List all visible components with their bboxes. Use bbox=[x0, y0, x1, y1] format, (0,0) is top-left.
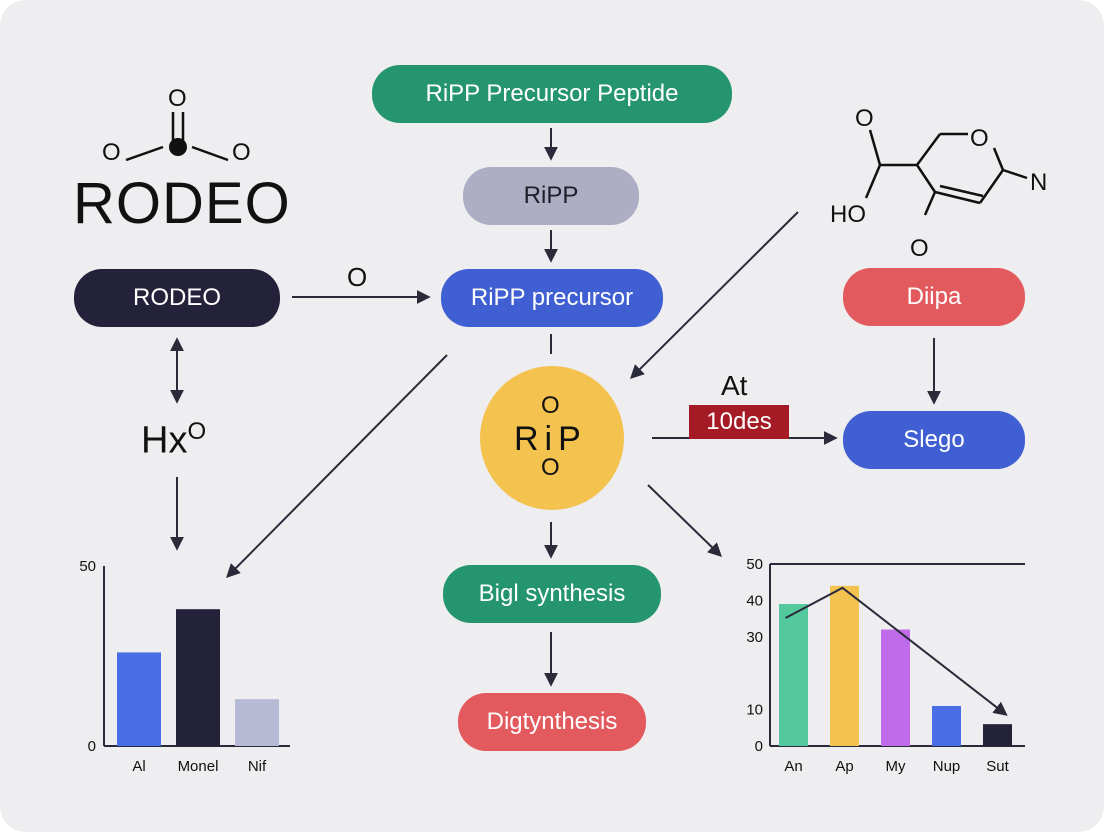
right-chart-bar bbox=[932, 705, 961, 746]
arrow-label-o: O bbox=[347, 262, 368, 292]
right-chart-x-tick: Ap bbox=[835, 758, 853, 775]
right-chart-y-tick: 50 bbox=[746, 556, 763, 573]
molecule-right-o-top: O bbox=[855, 105, 874, 132]
molecule-left-right-o: O bbox=[232, 139, 251, 166]
left-chart-x-tick: Monel bbox=[178, 758, 219, 775]
left-chart-bar bbox=[117, 652, 161, 746]
arrow-precursor-to-left-chart bbox=[226, 354, 448, 578]
circle-o-top: O bbox=[541, 392, 560, 419]
hx-text: Hx bbox=[141, 419, 188, 462]
badge-10des: 10des bbox=[689, 405, 789, 439]
left-chart-x-tick: Al bbox=[132, 758, 145, 775]
right-chart-y-tick: 10 bbox=[746, 702, 763, 719]
hx-superscript: O bbox=[187, 418, 207, 445]
right-chart-bar bbox=[881, 629, 910, 746]
molecule-right-ho: HO bbox=[830, 201, 866, 228]
right-chart-bar bbox=[983, 724, 1012, 746]
right-chart-x-tick: My bbox=[886, 758, 906, 775]
molecule-right-n: N bbox=[1030, 169, 1047, 196]
left-chart-y-tick: 0 bbox=[88, 738, 96, 755]
right-chart-x-tick: Sut bbox=[986, 758, 1009, 775]
node-ripp-circle[interactable] bbox=[480, 366, 624, 510]
molecule-left-left-o: O bbox=[102, 139, 121, 166]
hx-label: HxO bbox=[141, 418, 206, 463]
circle-o-bottom: O bbox=[541, 454, 560, 481]
right-chart-y-tick: 0 bbox=[755, 738, 763, 755]
node-ripp-precursor[interactable]: RiPP precursor bbox=[441, 269, 663, 327]
node-precursor-peptide[interactable]: RiPP Precursor Peptide bbox=[372, 65, 732, 123]
right-chart-trend-arrow bbox=[785, 586, 1008, 716]
node-rodeo[interactable]: RODEO bbox=[74, 269, 280, 327]
at-label: At bbox=[721, 370, 748, 401]
node-ripp[interactable]: RiPP bbox=[463, 167, 639, 225]
right-chart-x-tick: An bbox=[784, 758, 802, 775]
node-bigl-synthesis[interactable]: Bigl synthesis bbox=[443, 565, 661, 623]
node-slego[interactable]: Slego bbox=[843, 411, 1025, 469]
node-dipa[interactable]: Diipa bbox=[843, 268, 1025, 326]
right-chart-y-tick: 40 bbox=[746, 592, 763, 609]
right-chart-x-tick: Nup bbox=[933, 758, 961, 775]
right-chart-y-tick: 30 bbox=[746, 629, 763, 646]
arrow-circle-to-right-chart bbox=[647, 484, 723, 557]
left-chart-x-tick: Nif bbox=[248, 758, 267, 775]
rodeo-logo-text: RODEO bbox=[73, 171, 291, 236]
molecule-right-o-ring: O bbox=[970, 125, 989, 152]
arrow-molecule-to-circle bbox=[630, 211, 799, 379]
molecule-right-o-bottom: O bbox=[910, 235, 929, 262]
molecule-left-top-o: O bbox=[168, 85, 187, 112]
left-chart-y-tick: 50 bbox=[79, 558, 96, 575]
right-chart-bar bbox=[830, 585, 859, 746]
circle-label: RiP bbox=[514, 420, 587, 458]
right-chart-bar bbox=[779, 604, 808, 746]
node-digtynthesis[interactable]: Digtynthesis bbox=[458, 693, 646, 751]
left-chart-bar bbox=[235, 699, 279, 746]
left-chart-bar bbox=[176, 609, 220, 746]
